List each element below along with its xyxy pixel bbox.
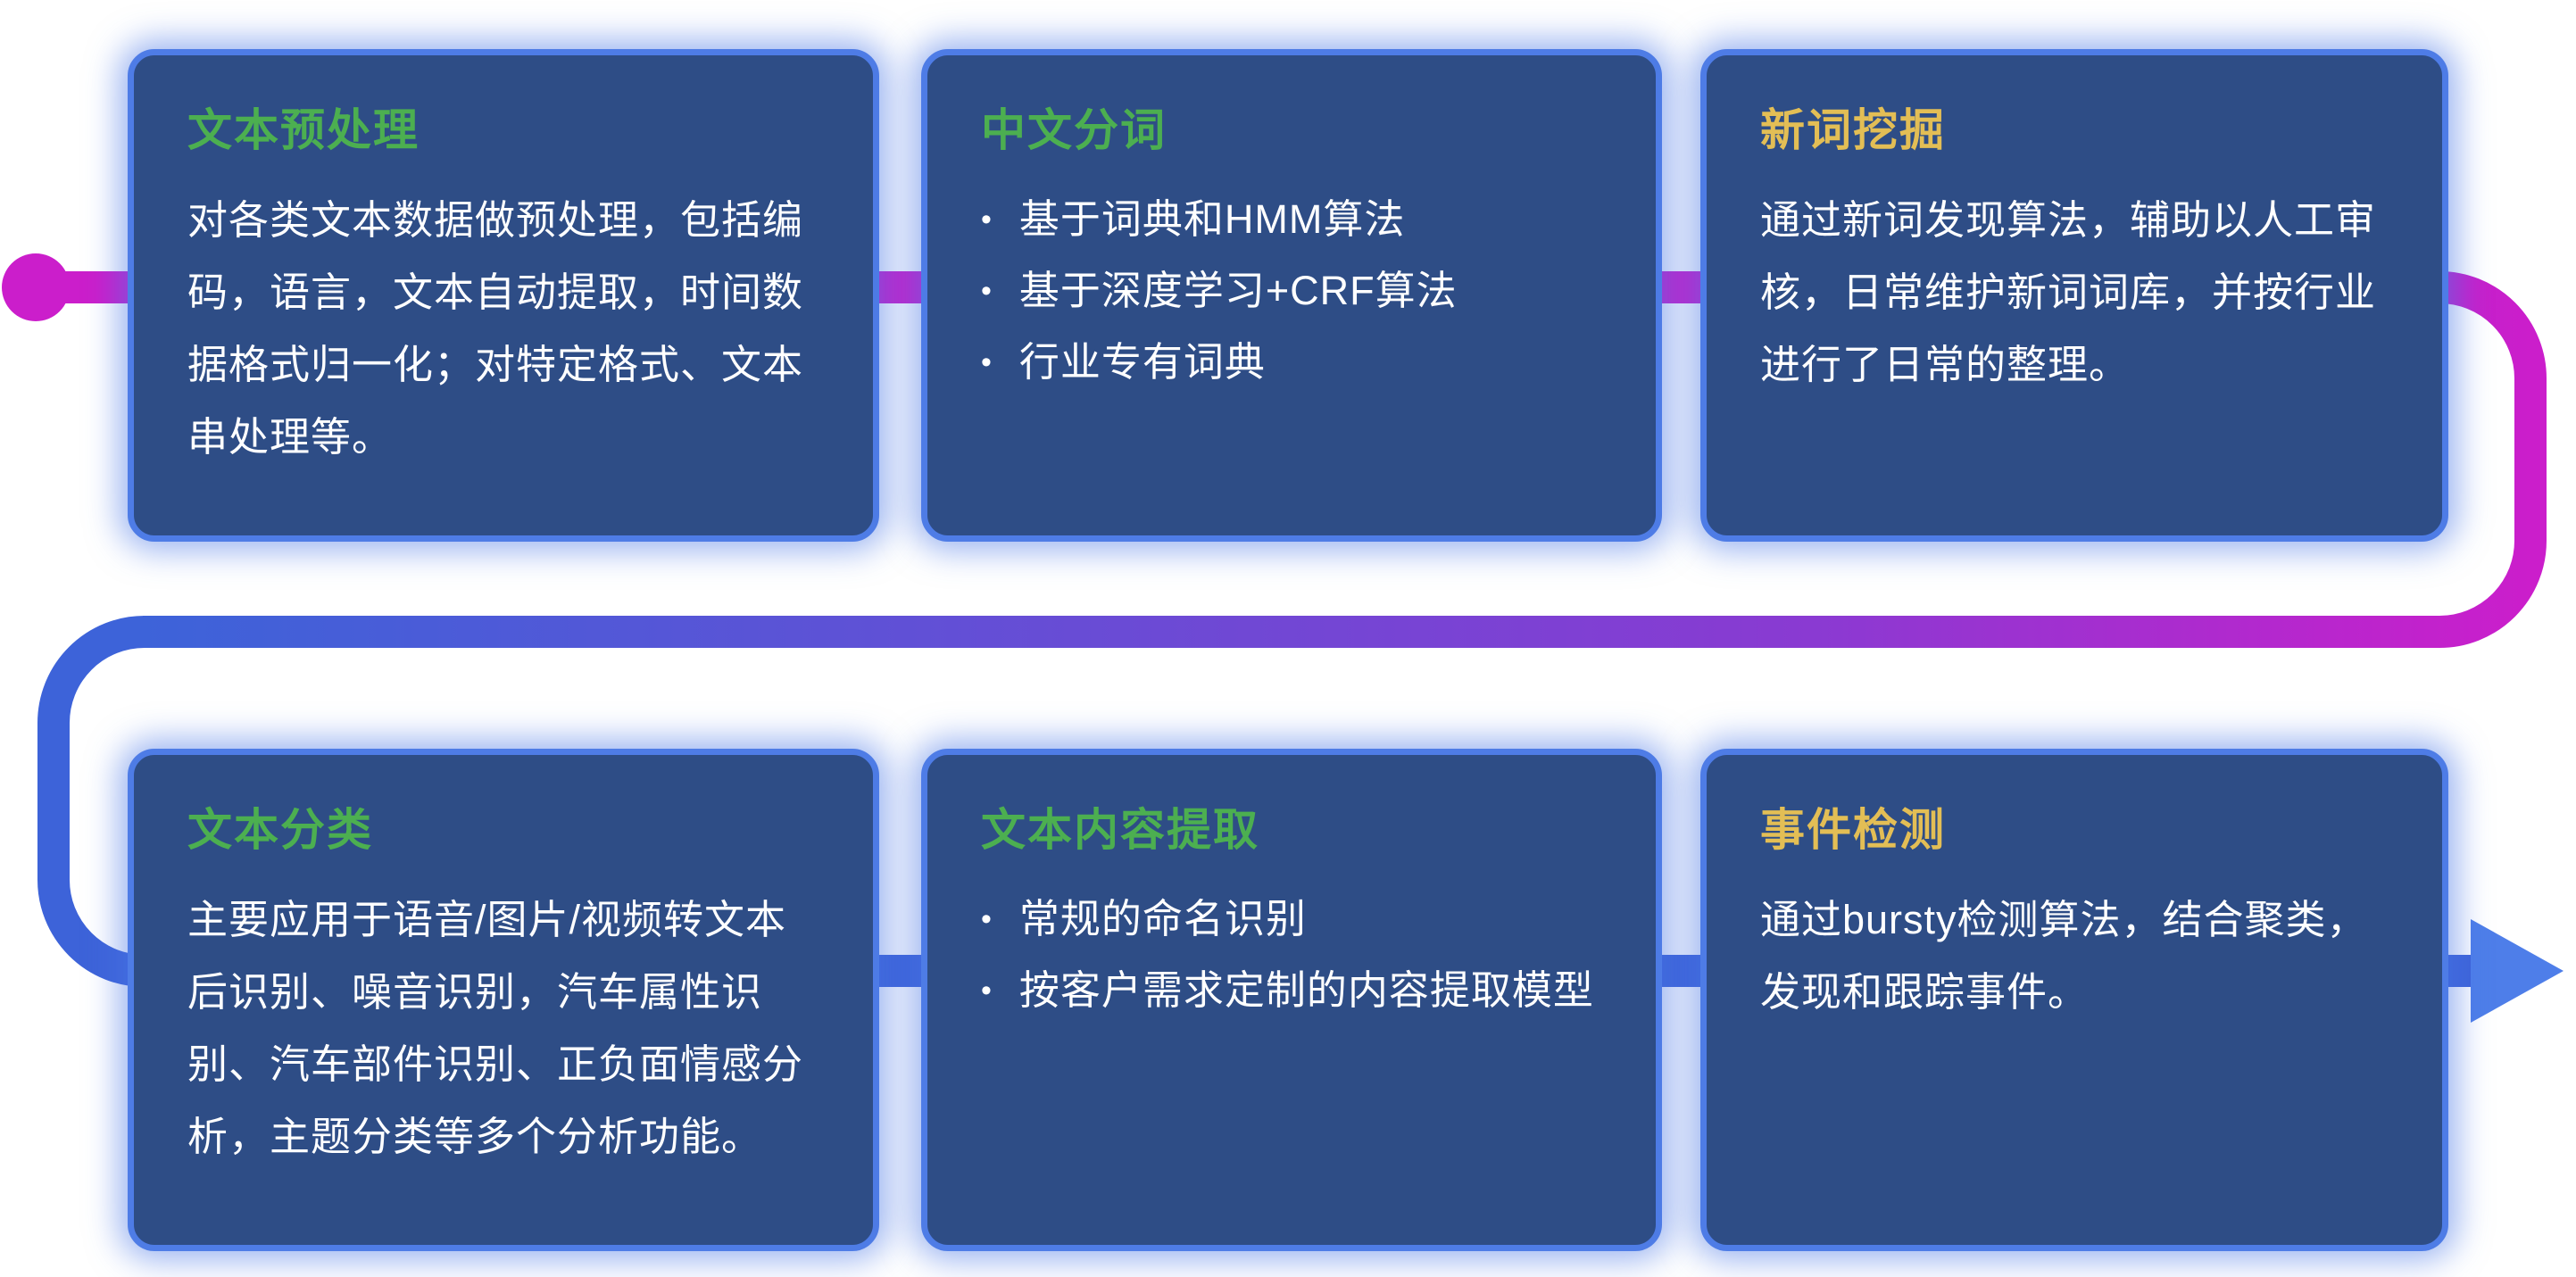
flow-line-middle-segment <box>143 271 2547 648</box>
card-event-detection: 事件检测 通过bursty检测算法，结合聚类，发现和跟踪事件。 <box>1700 749 2448 1251</box>
card-title: 文本内容提取 <box>981 805 1259 855</box>
flow-line-bottom-segment <box>37 616 2481 987</box>
card-body-text: 对各类文本数据做预处理，包括编码，语言，文本自动提取，时间数据格式归一化；对特定… <box>187 197 804 460</box>
bullet-dot-icon: • <box>981 974 993 1008</box>
list-item-text: 常规的命名识别 <box>1018 896 1307 941</box>
bullet-dot-icon: • <box>981 345 993 380</box>
list-item-text: 基于深度学习+CRF算法 <box>1018 268 1458 314</box>
bullet-list: • 基于词典和HMM算法 • 基于深度学习+CRF算法 • 行业专有词典 <box>981 184 1602 398</box>
flow-start-dot <box>2 253 70 321</box>
card-new-word-mining: 新词挖掘 通过新词发现算法，辅助以人工审核，日常维护新词词库，并按行业进行了日常… <box>1700 49 2448 542</box>
list-item-text: 基于词典和HMM算法 <box>1018 196 1406 242</box>
card-title: 新词挖掘 <box>1760 105 1946 155</box>
bullet-dot-icon: • <box>981 902 993 936</box>
list-item: • 按客户需求定制的内容提取模型 <box>981 955 1602 1026</box>
card-title: 事件检测 <box>1760 805 1946 855</box>
card-title: 中文分词 <box>981 105 1167 155</box>
card-body-text: 通过bursty检测算法，结合聚类，发现和跟踪事件。 <box>1760 897 2368 1015</box>
list-item-text: 按客户需求定制的内容提取模型 <box>1018 967 1594 1014</box>
list-item: • 行业专有词典 <box>981 327 1602 398</box>
card-title: 文本预处理 <box>187 105 420 155</box>
list-item: • 基于词典和HMM算法 <box>981 184 1602 255</box>
flow-arrow-icon <box>2471 919 2564 1023</box>
list-item: • 基于深度学习+CRF算法 <box>981 255 1602 327</box>
card-title: 文本分类 <box>187 805 373 855</box>
card-text-content-extraction: 文本内容提取 • 常规的命名识别 • 按客户需求定制的内容提取模型 <box>921 749 1662 1251</box>
card-body-text: 主要应用于语音/图片/视频转文本后识别、噪音识别，汽车属性识别、汽车部件识别、正… <box>187 897 804 1159</box>
bullet-dot-icon: • <box>981 203 993 236</box>
list-item: • 常规的命名识别 <box>981 883 1602 955</box>
card-body-text: 通过新词发现算法，辅助以人工审核，日常维护新词词库，并按行业进行了日常的整理。 <box>1760 197 2377 387</box>
card-chinese-word-segmentation: 中文分词 • 基于词典和HMM算法 • 基于深度学习+CRF算法 • 行业专有词… <box>921 49 1662 542</box>
card-text-classification: 文本分类 主要应用于语音/图片/视频转文本后识别、噪音识别，汽车属性识别、汽车部… <box>128 749 879 1251</box>
card-text-preprocessing: 文本预处理 对各类文本数据做预处理，包括编码，语言，文本自动提取，时间数据格式归… <box>128 49 879 542</box>
list-item-text: 行业专有词典 <box>1018 339 1266 386</box>
bullet-dot-icon: • <box>981 274 993 309</box>
bullet-list: • 常规的命名识别 • 按客户需求定制的内容提取模型 <box>981 883 1602 1026</box>
